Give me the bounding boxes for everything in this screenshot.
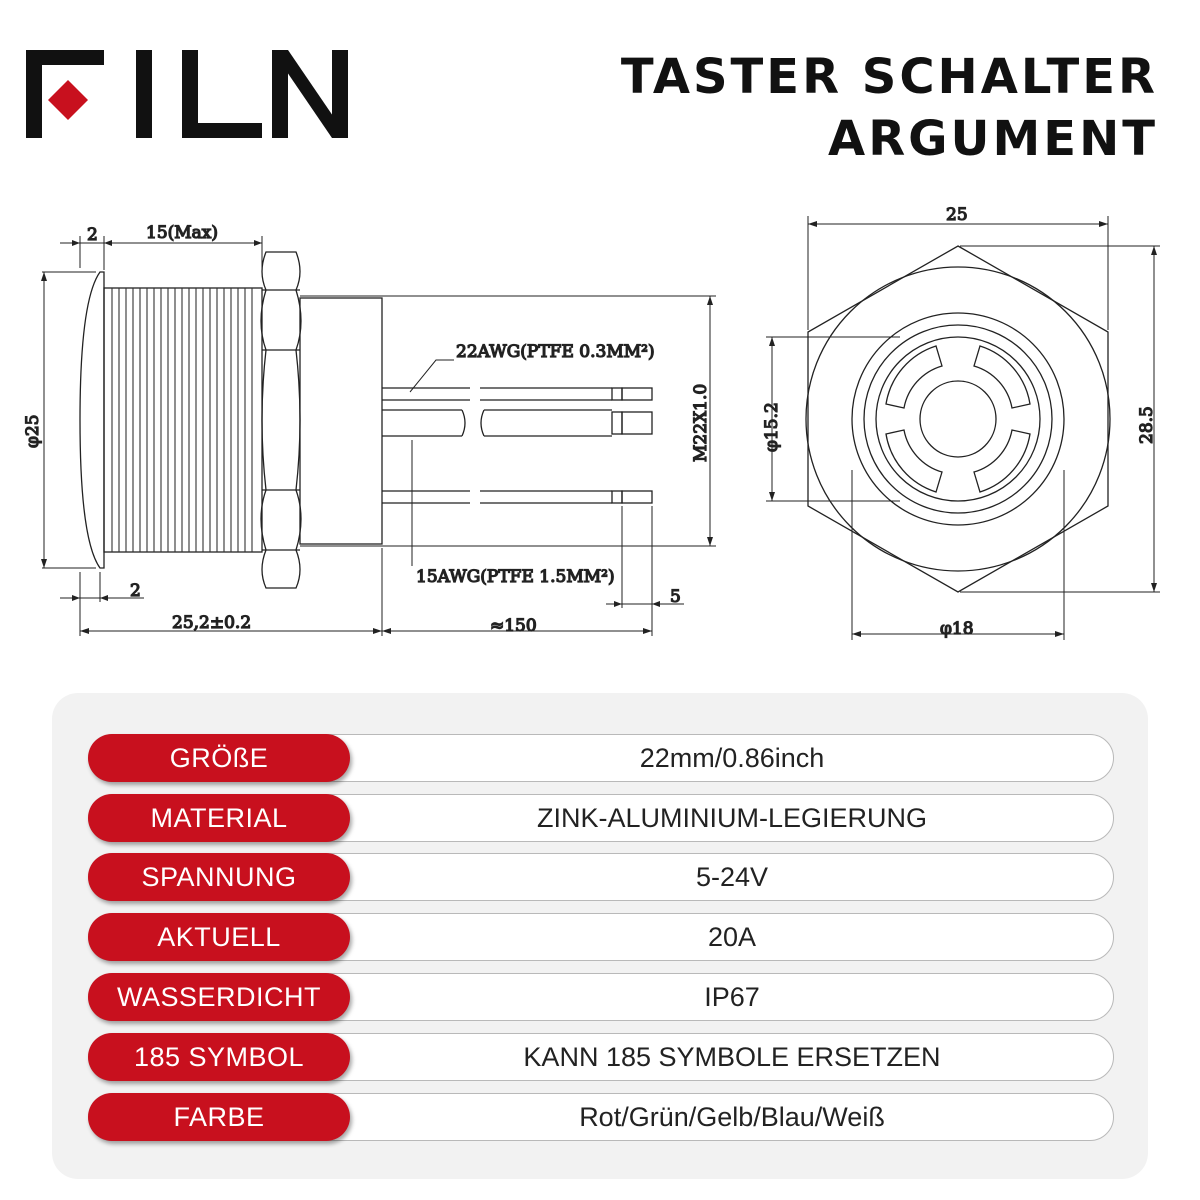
side-dimensions (42, 236, 716, 636)
spec-label-pill: 185 SYMBOL (88, 1033, 350, 1081)
spec-label: AKTUELL (157, 922, 281, 952)
dim-2-bottom: 2 (130, 581, 141, 601)
title-line-2: ARGUMENT (828, 111, 1158, 167)
spec-label-pill: GRÖßE (88, 734, 350, 782)
spec-label-pill: FARBE (88, 1093, 350, 1141)
dim-length: 25,2±0.2 (172, 613, 251, 633)
spec-row-material: ZINK-ALUMINIUM-LEGIERUNG MATERIAL (88, 794, 1114, 842)
wire-22awg-label: 22AWG(PTFE 0.3MM²) (456, 342, 655, 362)
spec-label: FARBE (173, 1102, 265, 1132)
filn-logo (26, 50, 348, 138)
dim-wire-length: ≈150 (490, 616, 537, 636)
dim-285: 28.5 (1137, 406, 1157, 444)
spec-row-voltage: 5-24V SPANNUNG (88, 853, 1114, 901)
spec-row-symbol: KANN 185 SYMBOLE ERSETZEN 185 SYMBOL (88, 1033, 1114, 1081)
side-view: 2 15(Max) φ25 22AWG(PTFE 0.3MM²) M22X1.0… (22, 222, 716, 637)
title-line-1: TASTER SCHALTER (620, 49, 1158, 105)
dim-d18: φ18 (940, 619, 974, 639)
spec-value: IP67 (704, 982, 760, 1012)
spec-label-pill: SPANNUNG (88, 853, 350, 901)
arrowheads (41, 240, 713, 634)
spec-label: SPANNUNG (141, 862, 297, 892)
spec-value: ZINK-ALUMINIUM-LEGIERUNG (536, 803, 928, 833)
spec-label: MATERIAL (150, 803, 288, 833)
spec-value: 5-24V (695, 862, 769, 892)
spec-label-pill: MATERIAL (88, 794, 350, 842)
spec-row-color: Rot/Grün/Gelb/Blau/Weiß FARBE (88, 1093, 1114, 1141)
spec-value: 20A (707, 922, 757, 952)
spec-table: 22mm/0.86inch GRÖßE ZINK-ALUMINIUM-LEGIE… (52, 693, 1148, 1179)
dim-d152: φ15.2 (762, 402, 782, 452)
page-title: TASTER SCHALTER ARGUMENT (621, 46, 1158, 170)
spec-row-size: 22mm/0.86inch GRÖßE (88, 734, 1114, 782)
spec-label-pill: AKTUELL (88, 913, 350, 961)
spec-value: KANN 185 SYMBOLE ERSETZEN (523, 1042, 941, 1072)
spec-value: Rot/Grün/Gelb/Blau/Weiß (579, 1102, 885, 1132)
dim-d25: φ25 (23, 414, 43, 448)
front-view: 25 φ15.2 28.5 φ18 (761, 204, 1160, 640)
dim-5: 5 (670, 587, 681, 607)
spec-row-waterproof: IP67 WASSERDICHT (88, 973, 1114, 1021)
front-dimensions (766, 216, 1160, 640)
dim-2-top: 2 (87, 225, 98, 245)
spec-label: 185 SYMBOL (133, 1042, 305, 1072)
thread-label: M22X1.0 (691, 384, 711, 462)
wires (382, 387, 653, 504)
red-diamond-icon (48, 80, 88, 120)
spec-label: GRÖßE (169, 743, 269, 773)
dim-25-hex: 25 (946, 205, 968, 225)
wire-15awg-label: 15AWG(PTFE 1.5MM²) (416, 567, 615, 587)
spec-label: WASSERDICHT (116, 982, 321, 1012)
spec-row-current: 20A AKTUELL (88, 913, 1114, 961)
spec-label-pill: WASSERDICHT (88, 973, 350, 1021)
technical-drawing: 2 15(Max) φ25 22AWG(PTFE 0.3MM²) M22X1.0… (22, 204, 1160, 640)
spec-value: 22mm/0.86inch (639, 743, 825, 773)
dim-15max: 15(Max) (146, 223, 218, 243)
thread-lines (111, 288, 253, 552)
